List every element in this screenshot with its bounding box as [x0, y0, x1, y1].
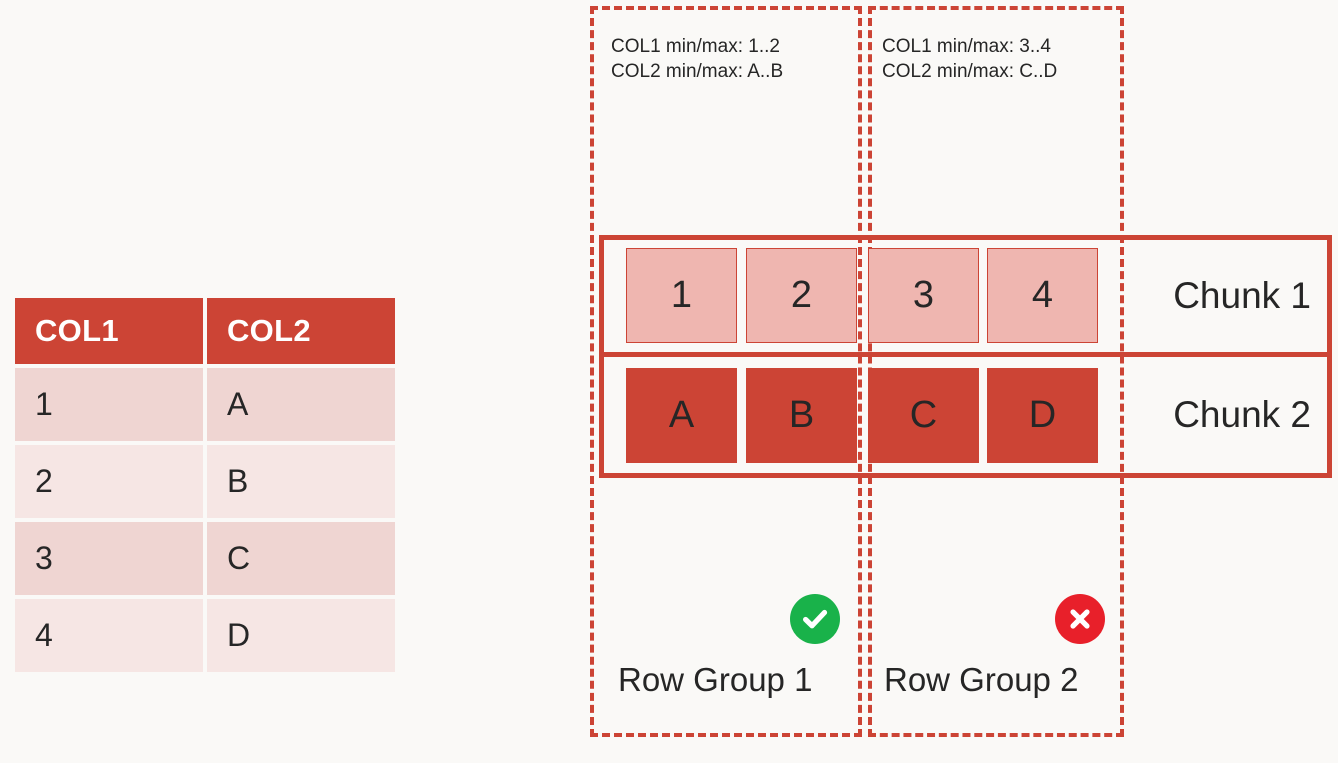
row-group-2-caption: Row Group 2 — [884, 661, 1079, 698]
table-header-col1: COL1 — [15, 298, 207, 368]
table-header-col2: COL2 — [207, 298, 399, 368]
chunk-1-cell-2: 2 — [746, 248, 857, 343]
check-circle-icon — [790, 594, 840, 644]
table-cell-col1: 2 — [15, 445, 207, 522]
chunk-row-2: Chunk 2 — [604, 357, 1327, 474]
chunk-frame: Chunk 1 Chunk 2 — [599, 235, 1332, 478]
table-cell-col2: A — [207, 368, 399, 445]
row-group-2-col2-minmax: COL2 min/max: C..D — [882, 61, 1058, 82]
table-cell-col1: 3 — [15, 522, 207, 599]
table-row: 1 A — [15, 368, 399, 445]
chunk-row-1: Chunk 1 — [604, 240, 1327, 357]
chunk-2-cell-4: D — [987, 368, 1098, 463]
table-cell-col2: B — [207, 445, 399, 522]
row-group-1-caption: Row Group 1 — [618, 661, 813, 698]
chunk-1-cell-1: 1 — [626, 248, 737, 343]
row-group-2-minmax-stats: COL1 min/max: 3..4 COL2 min/max: C..D — [882, 34, 1057, 84]
chunk-1-cell-4: 4 — [987, 248, 1098, 343]
x-circle-icon — [1055, 594, 1105, 644]
row-group-2-col1-minmax: COL1 min/max: 3..4 — [882, 36, 1051, 57]
row-group-1-minmax-stats: COL1 min/max: 1..2 COL2 min/max: A..B — [611, 34, 783, 84]
row-group-1-boundary — [590, 6, 862, 737]
chunk-2-cell-2: B — [746, 368, 857, 463]
table-row: 2 B — [15, 445, 399, 522]
chunk-2-cell-3: C — [868, 368, 979, 463]
chunk-1-label: Chunk 1 — [1173, 274, 1311, 316]
table-cell-col1: 4 — [15, 599, 207, 676]
table-cell-col2: C — [207, 522, 399, 599]
table-row: 3 C — [15, 522, 399, 599]
table-row: 4 D — [15, 599, 399, 676]
table-cell-col2: D — [207, 599, 399, 676]
table-cell-col1: 1 — [15, 368, 207, 445]
chunk-1-cell-3: 3 — [868, 248, 979, 343]
chunk-2-label: Chunk 2 — [1173, 393, 1311, 435]
row-group-1-col1-minmax: COL1 min/max: 1..2 — [611, 36, 780, 57]
row-group-1-col2-minmax: COL2 min/max: A..B — [611, 61, 784, 82]
table-header-row: COL1 COL2 — [15, 298, 399, 368]
chunk-2-cell-1: A — [626, 368, 737, 463]
source-table: COL1 COL2 1 A 2 B 3 C 4 D — [15, 298, 399, 676]
